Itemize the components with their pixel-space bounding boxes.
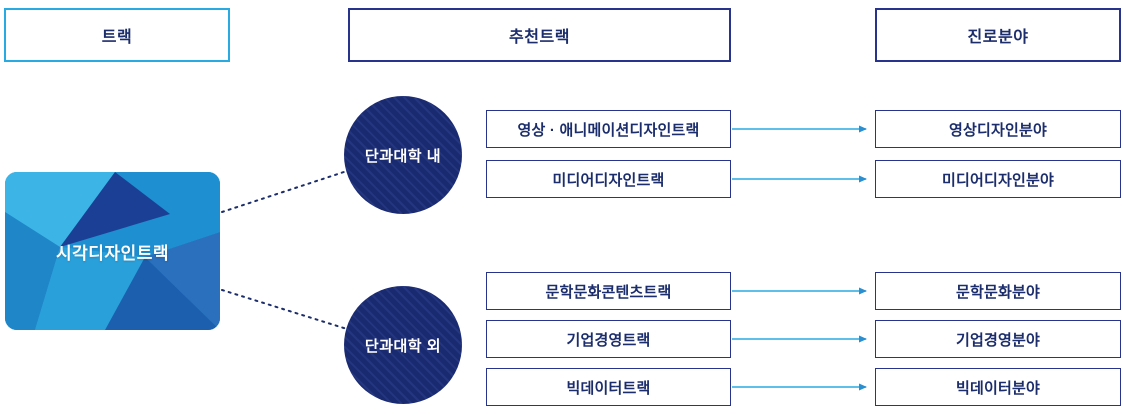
track-box-media-design: 미디어디자인트랙 bbox=[486, 160, 731, 198]
track-box-literature-culture-contents: 문학문화콘텐츠트랙 bbox=[486, 272, 731, 310]
field-box-label: 영상디자인분야 bbox=[948, 121, 1047, 139]
track-box-label: 영상 · 애니메이션디자인트랙 bbox=[517, 121, 700, 139]
dotted-connector-outside bbox=[221, 289, 348, 330]
column-header-career-field: 진로분야 bbox=[875, 8, 1121, 62]
track-box-big-data: 빅데이터트랙 bbox=[486, 368, 731, 406]
track-box-label: 빅데이터트랙 bbox=[566, 379, 651, 397]
dotted-connector-inside bbox=[221, 170, 348, 213]
track-box-business-management: 기업경영트랙 bbox=[486, 320, 731, 358]
track-box-video-animation: 영상 · 애니메이션디자인트랙 bbox=[486, 110, 731, 148]
scope-circle-inside-college: 단과대학 내 bbox=[344, 96, 462, 214]
field-box-label: 빅데이터분야 bbox=[955, 379, 1040, 397]
field-box-label: 기업경영분야 bbox=[955, 331, 1040, 349]
scope-circle-inside-label: 단과대학 내 bbox=[364, 147, 442, 165]
field-box-video-design: 영상디자인분야 bbox=[875, 110, 1121, 148]
column-header-recommended-track: 추천트랙 bbox=[348, 8, 731, 62]
column-header-track-label: 트랙 bbox=[101, 29, 133, 46]
source-track-label: 시각디자인트랙 bbox=[56, 243, 169, 263]
field-box-literature-culture: 문학문화분야 bbox=[875, 272, 1121, 310]
scope-circle-outside-college: 단과대학 외 bbox=[344, 286, 462, 404]
polygon-facets-graphic bbox=[5, 172, 220, 330]
track-box-label: 미디어디자인트랙 bbox=[552, 171, 665, 189]
track-box-label: 문학문화콘텐츠트랙 bbox=[545, 283, 672, 301]
field-box-big-data: 빅데이터분야 bbox=[875, 368, 1121, 406]
column-header-track: 트랙 bbox=[4, 8, 230, 62]
scope-circle-outside-label: 단과대학 외 bbox=[364, 337, 442, 355]
column-header-career-field-label: 진로분야 bbox=[967, 29, 1029, 46]
field-box-business-management: 기업경영분야 bbox=[875, 320, 1121, 358]
field-box-label: 미디어디자인분야 bbox=[941, 171, 1054, 189]
field-box-media-design: 미디어디자인분야 bbox=[875, 160, 1121, 198]
source-track-card: 시각디자인트랙 bbox=[5, 172, 220, 330]
field-box-label: 문학문화분야 bbox=[955, 283, 1040, 301]
column-header-recommended-track-label: 추천트랙 bbox=[509, 29, 570, 46]
track-box-label: 기업경영트랙 bbox=[566, 331, 651, 349]
